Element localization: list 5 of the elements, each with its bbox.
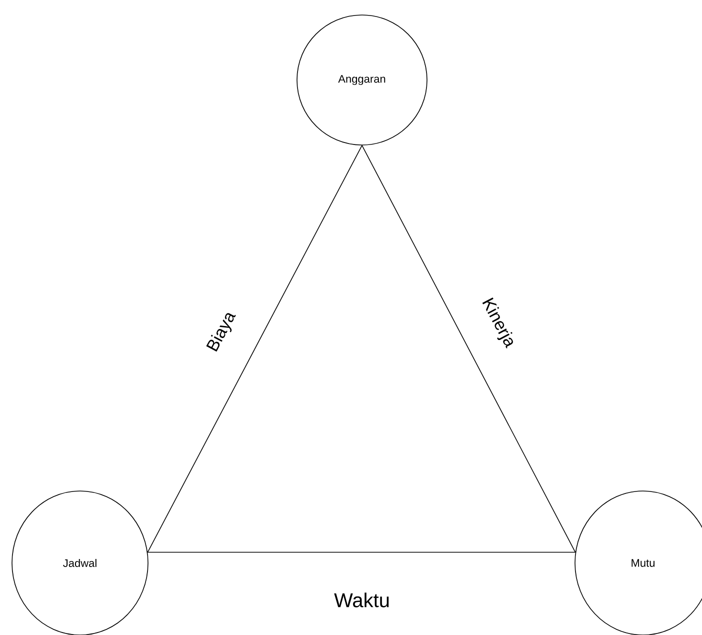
triangle-side [147, 144, 362, 553]
circle-node: Anggaran [296, 14, 428, 146]
triangle-side [147, 552, 576, 553]
triangle-side [362, 144, 576, 553]
edge-label: Waktu [334, 592, 389, 608]
